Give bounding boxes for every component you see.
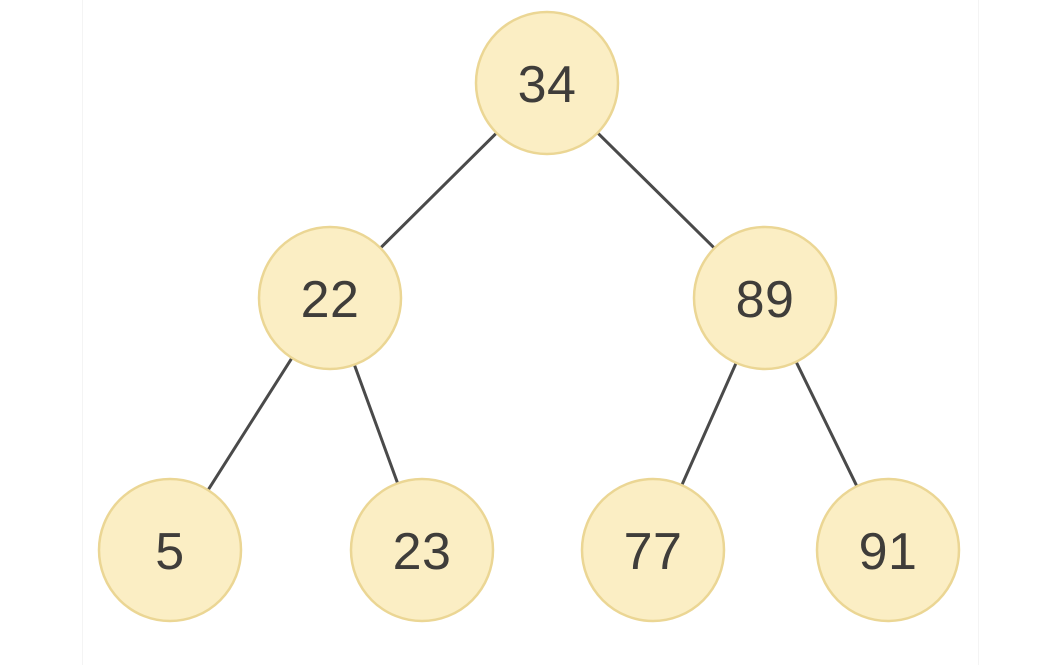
node-circle-34[interactable] bbox=[474, 10, 620, 156]
tree-node-5[interactable]: 5 bbox=[97, 477, 243, 623]
node-label-77: 77 bbox=[624, 523, 683, 581]
node-label-22: 22 bbox=[301, 271, 360, 329]
tree-node-34[interactable]: 34 bbox=[474, 10, 620, 156]
node-label-91: 91 bbox=[859, 523, 918, 581]
tree-edge-34-22 bbox=[378, 131, 499, 250]
tree-edge-89-77 bbox=[680, 361, 738, 487]
tree-node-22[interactable]: 22 bbox=[257, 225, 403, 371]
node-circle-77[interactable] bbox=[580, 477, 726, 623]
tree-edge-34-89 bbox=[596, 131, 716, 250]
tree-node-91[interactable]: 91 bbox=[815, 477, 961, 623]
node-label-5: 5 bbox=[155, 523, 184, 581]
tree-node-89[interactable]: 89 bbox=[692, 225, 838, 371]
node-circle-22[interactable] bbox=[257, 225, 403, 371]
node-label-23: 23 bbox=[393, 523, 452, 581]
node-circle-23[interactable] bbox=[349, 477, 495, 623]
canvas-right-rule bbox=[978, 0, 979, 665]
edge-layer bbox=[206, 131, 859, 492]
node-circle-89[interactable] bbox=[692, 225, 838, 371]
tree-node-23[interactable]: 23 bbox=[349, 477, 495, 623]
tree-edge-22-5 bbox=[206, 356, 294, 492]
tree-edge-89-91 bbox=[794, 360, 859, 488]
node-circle-5[interactable] bbox=[97, 477, 243, 623]
canvas-left-rule bbox=[82, 0, 83, 665]
node-circle-91[interactable] bbox=[815, 477, 961, 623]
tree-edge-22-23 bbox=[352, 363, 400, 485]
node-label-34: 34 bbox=[518, 56, 577, 114]
node-layer: 34 22 89 5 23 77 91 bbox=[97, 10, 961, 623]
tree-node-77[interactable]: 77 bbox=[580, 477, 726, 623]
node-label-89: 89 bbox=[736, 271, 795, 329]
